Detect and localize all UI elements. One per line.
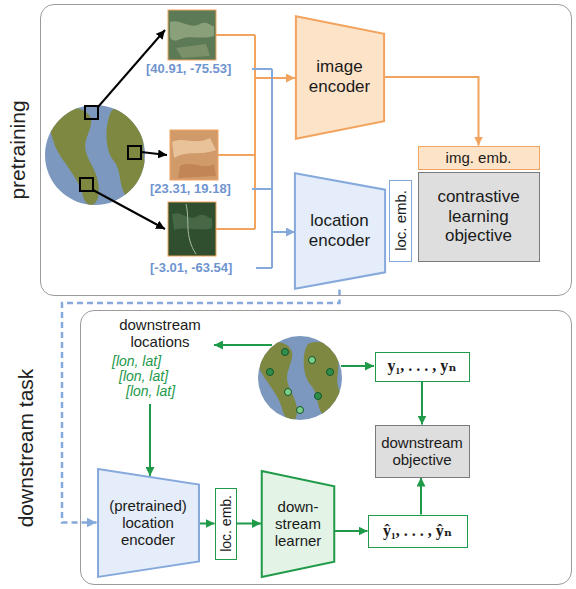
flow-arrow [341, 365, 374, 367]
globe-illustration [304, 342, 340, 414]
satellite-tile [186, 204, 196, 254]
node-label: location encoder [300, 211, 380, 250]
embedding-box: loc. emb. [389, 180, 412, 262]
objective-box: downstream objective [375, 425, 470, 478]
globe-illustration [106, 108, 146, 196]
stage-panel: pretrainingimage encoderimg. emb.locatio… [40, 4, 572, 296]
coordinate-label: [lon, lat] [126, 384, 175, 399]
node-label: ŷ₁, . . . , ŷₙ [383, 522, 452, 540]
flow-connector [335, 530, 368, 532]
location-feed-lines [252, 188, 272, 190]
location-feed-lines [271, 69, 273, 268]
globe-illustration [258, 342, 297, 420]
globe-illustration [46, 107, 99, 205]
encoder-shape: (pretrained) location encoder [97, 468, 200, 578]
satellite-tile [168, 202, 216, 256]
flow-connector [385, 77, 479, 146]
node-label: img. emb. [446, 149, 512, 166]
node-label: downstream objective [379, 434, 466, 469]
target-box: y₁, . . . , yₙ [375, 352, 470, 382]
embedding-box: img. emb. [418, 146, 540, 170]
node-label: loc. emb. [393, 190, 408, 251]
image-feed-lines [255, 77, 295, 79]
image-feed-lines [218, 154, 255, 156]
satellite-tile [172, 138, 216, 158]
location-feed-lines [252, 68, 272, 70]
globe-illustration [309, 357, 316, 364]
shape-outline [262, 471, 335, 577]
stage-panel: downstream tasky₁, . . . , yₙdownstream … [80, 310, 572, 585]
satellite-tile [168, 10, 218, 256]
coordinate-label: [40.91, -75.53] [146, 62, 231, 76]
globe-illustration [46, 107, 147, 205]
shape-outline [98, 469, 199, 577]
encoder-shape: image encoder [295, 15, 385, 140]
globe-illustration [258, 336, 342, 420]
node-label: image encoder [303, 57, 377, 96]
satellite-tile [168, 202, 216, 256]
satellite-tile [170, 130, 218, 180]
globe-illustration [128, 146, 141, 159]
location-feed-lines [272, 231, 295, 233]
node-label: (pretrained) location encoder [103, 497, 193, 549]
globe-illustration [80, 178, 93, 191]
coordinate-label: [lon, lat] [119, 369, 168, 384]
globe-illustration [297, 407, 304, 414]
node-label: contrastive learning objective [422, 187, 536, 246]
flow-arrow [150, 345, 374, 476]
connector-group [62, 77, 479, 531]
globe-illustration [258, 342, 340, 420]
learner-shape: down- stream learner [261, 470, 335, 578]
globe-illustration [258, 336, 342, 420]
encoder-shape: location encoder [294, 172, 386, 290]
flow-arrow [149, 404, 151, 476]
objective-box: contrastive learning objective [418, 172, 540, 262]
shape-outline [295, 16, 383, 139]
globe-illustration [45, 105, 147, 205]
stage-title: downstream task [15, 368, 36, 527]
globe-illustration [282, 349, 289, 356]
satellite-tile [170, 130, 218, 180]
globe-illustration [267, 349, 334, 414]
satellite-tile [176, 44, 210, 58]
globe-illustration [315, 393, 322, 400]
prediction-box: ŷ₁, . . . , ŷₙ [368, 515, 468, 548]
pointer-arrow [141, 152, 167, 155]
pointer-arrow [93, 30, 167, 229]
location-feed-lines [252, 69, 295, 268]
flow-arrow [214, 344, 272, 346]
globe-illustration [85, 106, 98, 119]
globe-illustration [327, 369, 334, 376]
stage-title: pretraining [7, 100, 28, 199]
flow-connector [420, 478, 422, 515]
image-feed-lines [216, 228, 255, 230]
satellite-tile [168, 10, 216, 60]
node-label: y₁, . . . , yₙ [387, 357, 456, 375]
input-label: downstream locations [100, 317, 220, 350]
image-feed-lines [216, 34, 255, 36]
coordinate-label: [lon, lat] [112, 354, 161, 369]
satellite-tile [168, 10, 216, 60]
flow-connector [200, 523, 215, 525]
location-feed-lines [256, 267, 272, 269]
node-label: down- stream learner [267, 498, 329, 550]
image-feed-lines [254, 35, 256, 229]
coordinate-label: [-3.01, -63.54] [150, 261, 232, 275]
globe-illustration [285, 389, 292, 396]
satellite-tile [178, 164, 216, 178]
flow-connector [237, 523, 262, 525]
coordinate-label: [23.31, 19.18] [150, 182, 231, 196]
satellite-tile [170, 21, 214, 40]
embedding-box: loc. emb. [215, 488, 237, 560]
satellite-tile [172, 213, 212, 230]
flow-connector [421, 382, 423, 425]
globe-illustration [267, 369, 274, 376]
node-label: loc. emb. [219, 495, 233, 552]
shape-outline [294, 173, 384, 289]
